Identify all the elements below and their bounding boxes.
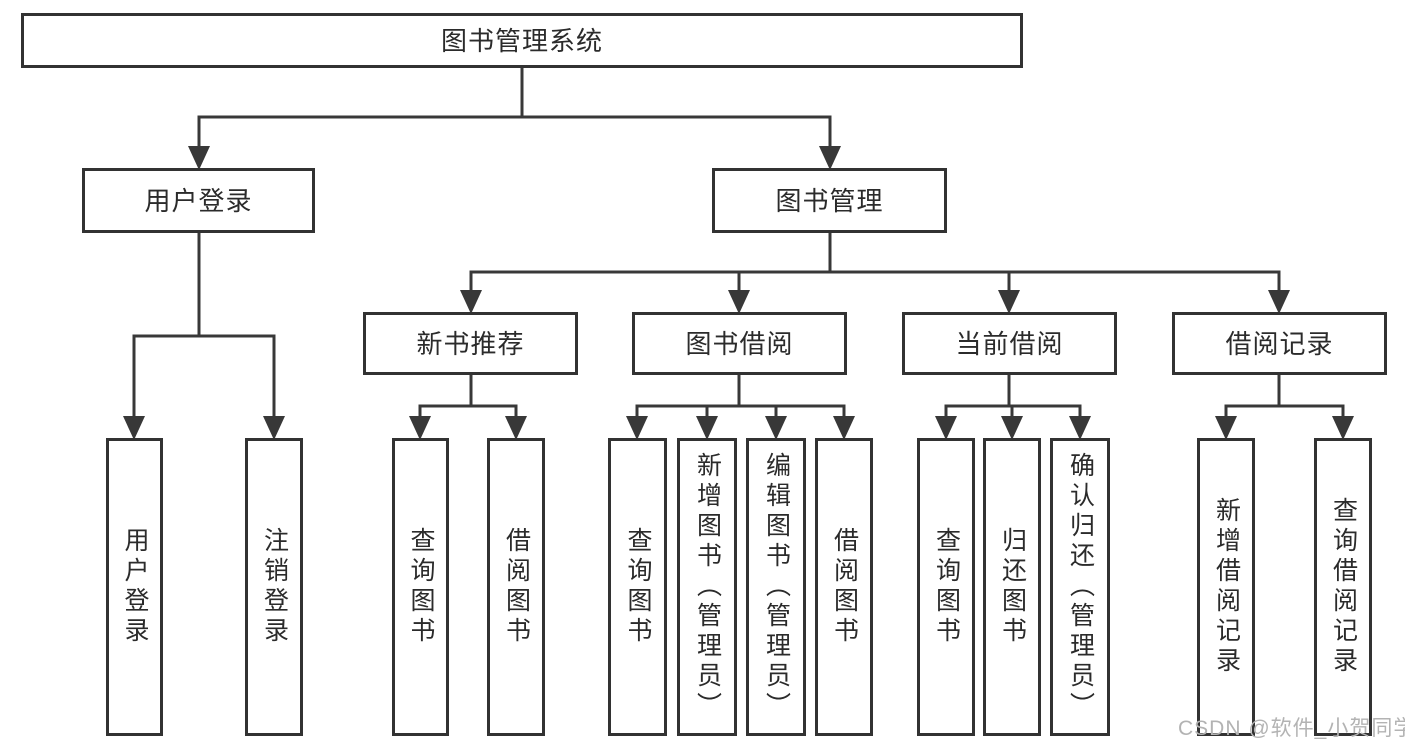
node-book-management-group: 图书管理 [712,168,947,233]
node-br-query-record: 查询借阅记录 [1314,438,1372,736]
arrowhead-group [123,146,1354,440]
node-br-add-record: 新增借阅记录 [1197,438,1255,736]
node-bb-add-books-admin: 新增图书（管理员） [677,438,737,736]
node-nbr-query-books: 查询图书 [392,438,449,736]
arrowhead [409,416,431,440]
arrowhead [1215,416,1237,440]
arrowhead [696,416,718,440]
node-cb-confirm-return-admin: 确认归还（管理员） [1050,438,1110,736]
node-borrowing-records: 借阅记录 [1172,312,1387,375]
arrowhead [626,416,648,440]
arrowhead [819,146,841,170]
node-library-system: 图书管理系统 [21,13,1023,68]
arrowhead [188,146,210,170]
arrowhead [833,416,855,440]
arrowhead [765,416,787,440]
arrowhead [998,290,1020,314]
arrowhead [1001,416,1023,440]
watermark: CSDN @软件_小贺同学 [1178,717,1405,740]
node-bb-edit-books-admin: 编辑图书（管理员） [746,438,806,736]
node-logout: 注销登录 [245,438,303,736]
node-current-borrowing: 当前借阅 [902,312,1117,375]
node-bb-query-books: 查询图书 [608,438,667,736]
node-book-borrowing: 图书借阅 [632,312,847,375]
node-user-login: 用户登录 [106,438,163,736]
arrowhead [123,416,145,440]
arrowhead [1069,416,1091,440]
node-new-book-recommendation: 新书推荐 [363,312,578,375]
arrowhead [505,416,527,440]
arrowhead [935,416,957,440]
node-cb-return-books: 归还图书 [983,438,1041,736]
node-cb-query-books: 查询图书 [917,438,975,736]
arrowhead [728,290,750,314]
arrowhead [263,416,285,440]
node-user-login-group: 用户登录 [82,168,315,233]
arrowhead [1268,290,1290,314]
node-bb-borrow-books: 借阅图书 [815,438,873,736]
arrowhead [460,290,482,314]
arrowhead [1332,416,1354,440]
node-nbr-borrow-books: 借阅图书 [487,438,545,736]
